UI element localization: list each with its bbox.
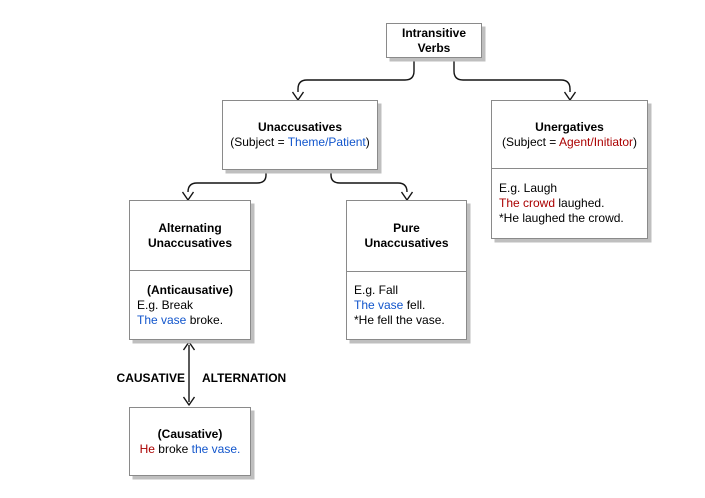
node-header: Pure Unaccusatives (347, 201, 466, 272)
subject-role-prefix: (Subject = (230, 135, 288, 149)
causative-alternation-label-left: CAUSATIVE (116, 371, 185, 385)
example-predicate: broke. (186, 312, 224, 327)
example-verb: E.g. Fall (354, 283, 399, 297)
node-causative: (Causative) He broke the vase. (129, 407, 251, 476)
subject-role-prefix: (Subject = (501, 134, 559, 149)
node-examples: E.g. Laugh The crowd laughed. *He laughe… (492, 169, 647, 238)
node-alternating-unaccusatives: Alternating Unaccusatives (Anticausative… (129, 200, 251, 340)
example-subject: He (139, 441, 155, 456)
node-title: Intransitive Verbs (387, 24, 481, 57)
example-subject: The crowd (499, 196, 556, 210)
node-title-line1: Pure (393, 221, 420, 235)
example-predicate: laughed. (555, 196, 605, 210)
example-object: the vase. (191, 441, 241, 456)
causative-label: (Causative) (157, 426, 223, 441)
node-title: Unaccusatives (257, 120, 343, 134)
causative-alternation-double-arrow (182, 341, 196, 406)
example-sentence: The crowd laughed. (499, 196, 640, 211)
node-intransitive-verbs: Intransitive Verbs (386, 23, 482, 58)
node-title-line2: Unaccusatives (147, 235, 233, 250)
connector-intransitive-to-unaccusatives (291, 58, 415, 101)
node-header: Alternating Unaccusatives (130, 201, 250, 271)
example-subject: The vase (137, 312, 187, 327)
example-predicate: fell. (403, 298, 426, 312)
node-title-line1: Intransitive (401, 25, 467, 40)
example-verb-text: broke (154, 441, 192, 456)
connector-intransitive-to-unergatives (453, 58, 577, 101)
node-title-line2: Unaccusatives (364, 236, 449, 250)
anticausative-label: (Anticausative) (146, 282, 234, 297)
example-sentence: The vase broke. (137, 313, 243, 328)
causative-alternation-label-right: ALTERNATION (202, 371, 287, 385)
example-sentence: The vase fell. (354, 298, 459, 313)
node-content: Unaccusatives (Subject = Theme/Patient) (223, 101, 377, 169)
node-pure-unaccusatives: Pure Unaccusatives E.g. Fall The vase fe… (346, 200, 467, 340)
subject-role-line: (Subject = Agent/Initiator) (502, 135, 637, 150)
example-ungrammatical: *He fell the vase. (354, 313, 445, 327)
example-verb: E.g. Break (137, 297, 194, 312)
connector-unaccusatives-to-alternating (181, 170, 267, 201)
node-unaccusatives: Unaccusatives (Subject = Theme/Patient) (222, 100, 378, 170)
example-verb: E.g. Laugh (499, 181, 558, 195)
node-title-line1: Alternating (158, 220, 222, 235)
node-examples: (Anticausative) E.g. Break The vase brok… (130, 271, 250, 339)
node-unergatives: Unergatives (Subject = Agent/Initiator) … (491, 100, 648, 239)
example-ungrammatical: *He laughed the crowd. (499, 211, 624, 225)
example-sentence: He broke the vase. (140, 442, 241, 457)
node-examples: E.g. Fall The vase fell. *He fell the va… (347, 272, 466, 339)
subject-role-text: Agent/Initiator (559, 134, 634, 149)
example-subject: The vase (354, 298, 404, 312)
node-title: Unergatives (535, 119, 604, 134)
subject-role-line: (Subject = Theme/Patient) (230, 135, 370, 150)
node-content: (Causative) He broke the vase. (130, 408, 250, 475)
subject-role-text: Theme/Patient (287, 135, 366, 149)
subject-role-suffix: ) (365, 135, 370, 149)
subject-role-suffix: ) (633, 134, 638, 149)
node-header: Unergatives (Subject = Agent/Initiator) (492, 101, 647, 169)
connector-unaccusatives-to-pure (330, 170, 414, 201)
node-title-line2: Verbs (417, 40, 451, 55)
